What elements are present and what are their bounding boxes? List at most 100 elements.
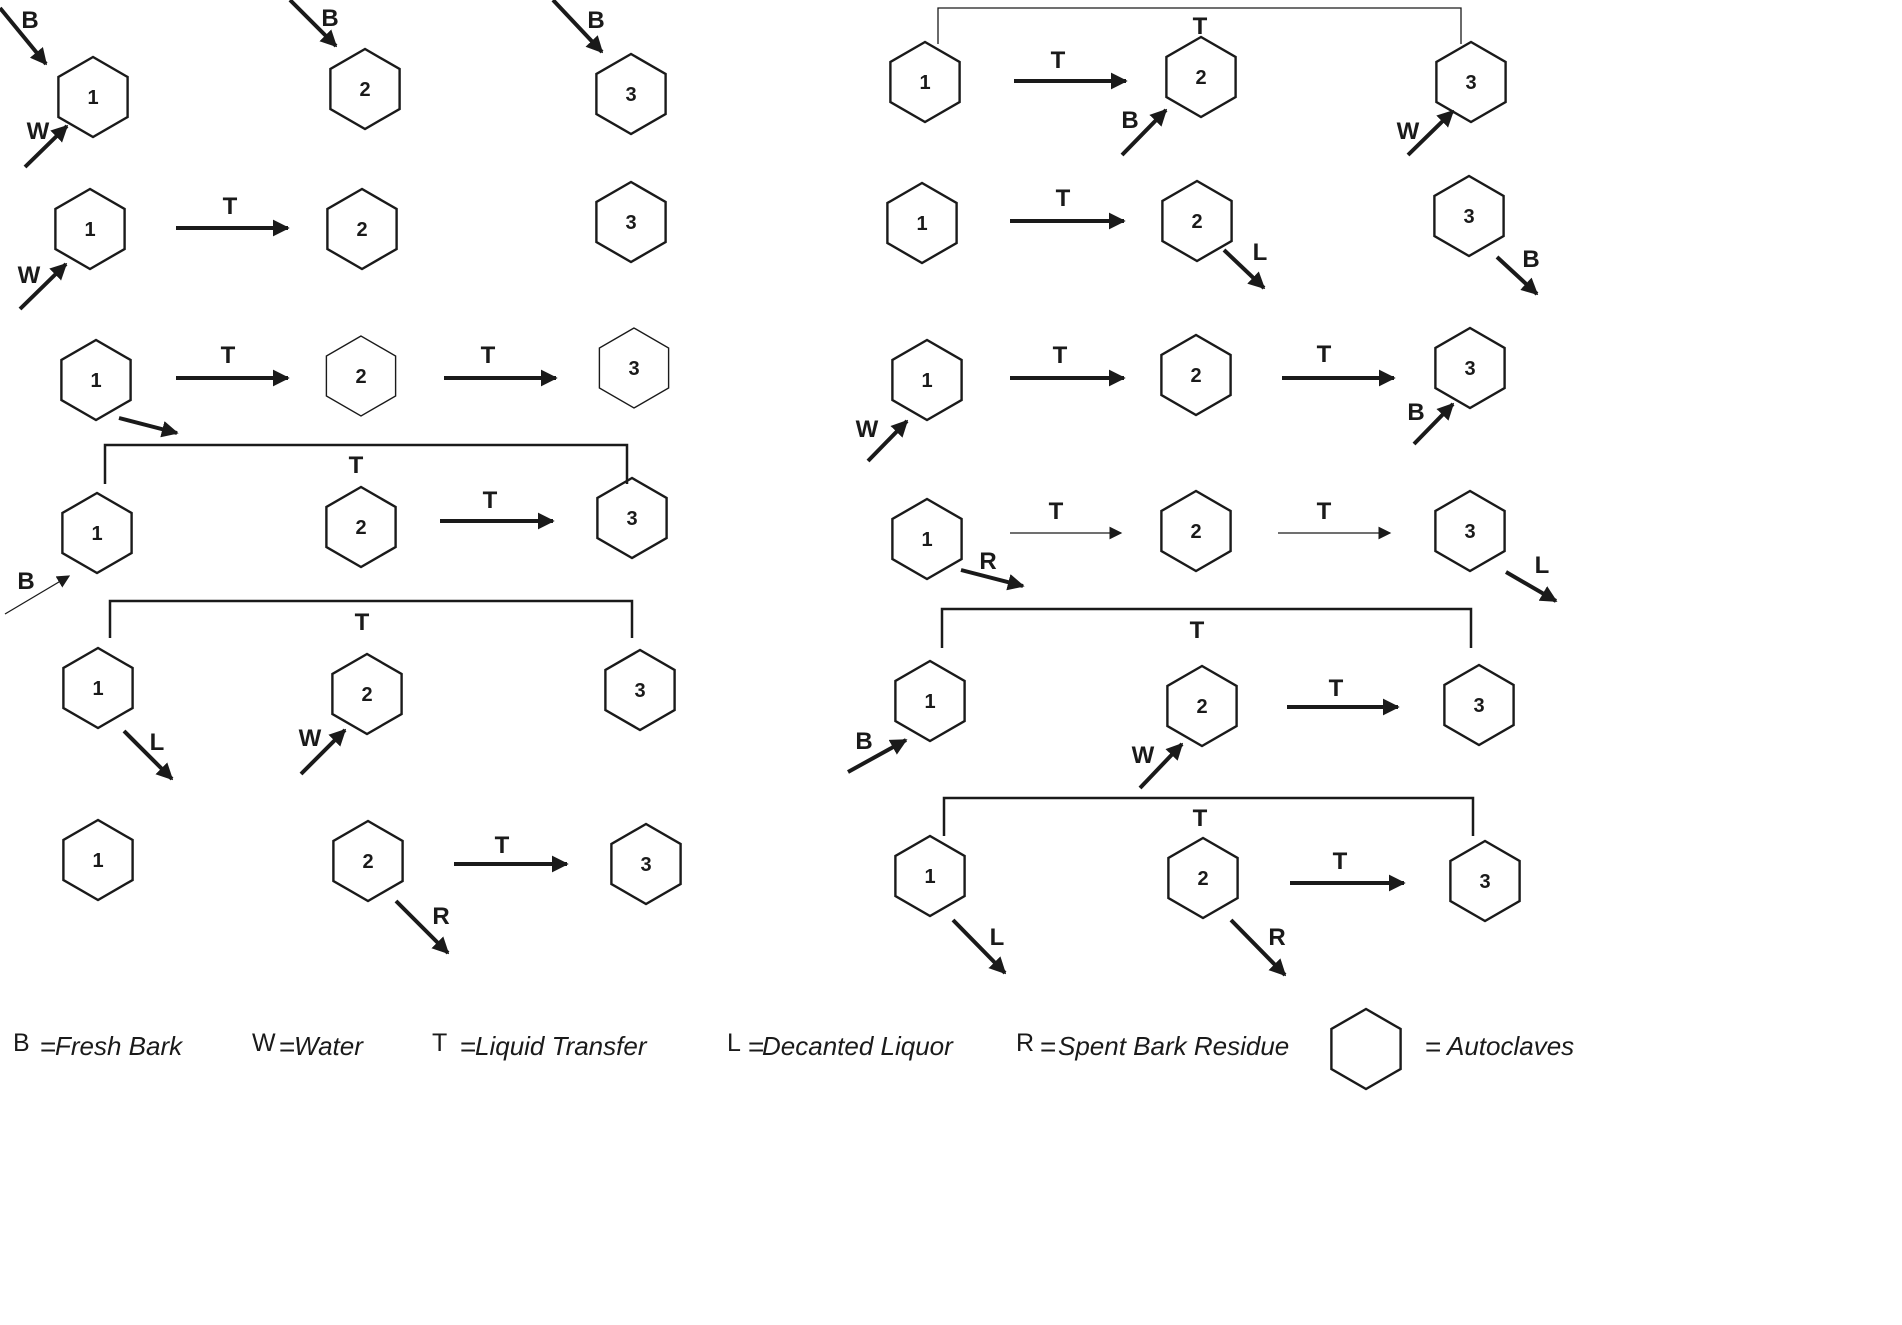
autoclave-number: 1 xyxy=(921,370,932,392)
hexagon-shape xyxy=(62,818,134,902)
autoclave: 1 xyxy=(886,181,958,265)
flow-label: T xyxy=(1193,805,1208,832)
autoclave-number: 2 xyxy=(362,851,373,873)
autoclave-number: 3 xyxy=(625,212,636,234)
decanted-liquor-arrow xyxy=(951,918,1007,975)
autoclave: 2 xyxy=(325,335,397,417)
hexagon-shape xyxy=(894,834,966,918)
fresh-bark-arrow xyxy=(288,0,338,48)
legend-description: Liquid Transfer xyxy=(475,1031,648,1061)
legend-description: Spent Bark Residue xyxy=(1058,1031,1289,1061)
fresh-bark-arrow xyxy=(0,6,48,66)
autoclave-number: 3 xyxy=(1465,72,1476,94)
water-arrow xyxy=(18,262,68,311)
hexagon-shape xyxy=(54,187,126,271)
autoclave: 1 xyxy=(62,818,134,902)
autoclave: 2 xyxy=(325,485,397,569)
flow-label: R xyxy=(1268,924,1285,951)
fresh-bark-arrow xyxy=(1495,255,1539,296)
legend-description: Autoclaves xyxy=(1445,1031,1574,1061)
autoclave: 3 xyxy=(598,327,670,409)
hexagon-shape xyxy=(894,659,966,743)
flow-label: T xyxy=(1329,675,1344,702)
water-arrow xyxy=(1406,109,1455,157)
flow-label: L xyxy=(990,924,1005,951)
transfer-bracket xyxy=(940,607,1473,648)
fresh-bark-arrow xyxy=(1120,108,1168,157)
transfer-bracket xyxy=(937,7,1462,44)
autoclave-number: 3 xyxy=(1479,871,1490,893)
autoclave: 3 xyxy=(595,52,667,136)
autoclave: 1 xyxy=(891,338,963,422)
flow-label: T xyxy=(349,452,364,479)
water-arrow xyxy=(23,124,69,169)
flow-label: T xyxy=(1049,498,1064,525)
autoclave: 1 xyxy=(57,55,129,139)
autoclave-number: 2 xyxy=(355,366,366,388)
autoclave-number: 2 xyxy=(1196,696,1207,718)
flow-label: W xyxy=(1132,742,1155,769)
hexagon-shape xyxy=(1434,326,1506,410)
spent-bark-arrow xyxy=(1229,918,1287,977)
flow-label: L xyxy=(1535,552,1550,579)
autoclave-number: 2 xyxy=(359,79,370,101)
decanted-liquor-arrow xyxy=(1504,570,1558,603)
hexagon-shape xyxy=(60,338,132,422)
hexagon-shape xyxy=(1165,35,1237,119)
legend-item: L=Decanted Liquor xyxy=(727,1029,954,1062)
legend-equals: = xyxy=(1425,1031,1441,1062)
legend-equals: = xyxy=(279,1031,295,1062)
flow-label: W xyxy=(1397,118,1420,145)
autoclave: 3 xyxy=(595,180,667,264)
flow-label: B xyxy=(855,728,872,755)
flow-label: R xyxy=(979,548,996,575)
autoclave-number: 1 xyxy=(91,523,102,545)
legend-key: T xyxy=(432,1029,447,1057)
hexagon-shape xyxy=(57,55,129,139)
hexagon-shape xyxy=(329,47,401,131)
flow-label: T xyxy=(1317,498,1332,525)
water-arrow xyxy=(1138,742,1184,790)
autoclave-number: 1 xyxy=(90,370,101,392)
autoclave-number: 2 xyxy=(361,684,372,706)
autoclave: 1 xyxy=(54,187,126,271)
autoclave: 2 xyxy=(332,819,404,903)
hexagon-shape xyxy=(610,822,682,906)
autoclave: 3 xyxy=(1434,489,1506,573)
flow-label: B xyxy=(1522,246,1539,273)
hexagon-shape xyxy=(331,652,403,736)
flow-label: R xyxy=(432,903,449,930)
autoclave: 3 xyxy=(596,476,668,560)
hexagon-shape xyxy=(1433,174,1505,258)
hexagon-shape xyxy=(1434,489,1506,573)
autoclave: 3 xyxy=(610,822,682,906)
flow-label: T xyxy=(483,487,498,514)
flow-label: T xyxy=(495,832,510,859)
autoclave-number: 1 xyxy=(919,72,930,94)
autoclave-number: 1 xyxy=(92,678,103,700)
flow-label: T xyxy=(1193,13,1208,40)
hexagon-shape xyxy=(325,335,397,417)
autoclave-number: 1 xyxy=(921,529,932,551)
autoclave: 2 xyxy=(329,47,401,131)
autoclave: 2 xyxy=(1160,489,1232,573)
autoclave: 1 xyxy=(894,834,966,918)
flow-label: T xyxy=(221,342,236,369)
water-arrow xyxy=(299,728,347,776)
autoclave-number: 1 xyxy=(924,691,935,713)
autoclave: 3 xyxy=(1435,40,1507,124)
autoclave-number: 3 xyxy=(634,680,645,702)
autoclave-number: 3 xyxy=(625,84,636,106)
hexagon-shape xyxy=(595,52,667,136)
connector-layer xyxy=(0,0,1558,977)
autoclave: 3 xyxy=(604,648,676,732)
flow-label: W xyxy=(18,262,41,289)
autoclave-number: 2 xyxy=(356,219,367,241)
autoclave-number: 2 xyxy=(1197,868,1208,890)
legend-item: R=Spent Bark Residue xyxy=(1016,1029,1289,1062)
flow-label: T xyxy=(1053,342,1068,369)
legend-description: Fresh Bark xyxy=(55,1031,184,1061)
